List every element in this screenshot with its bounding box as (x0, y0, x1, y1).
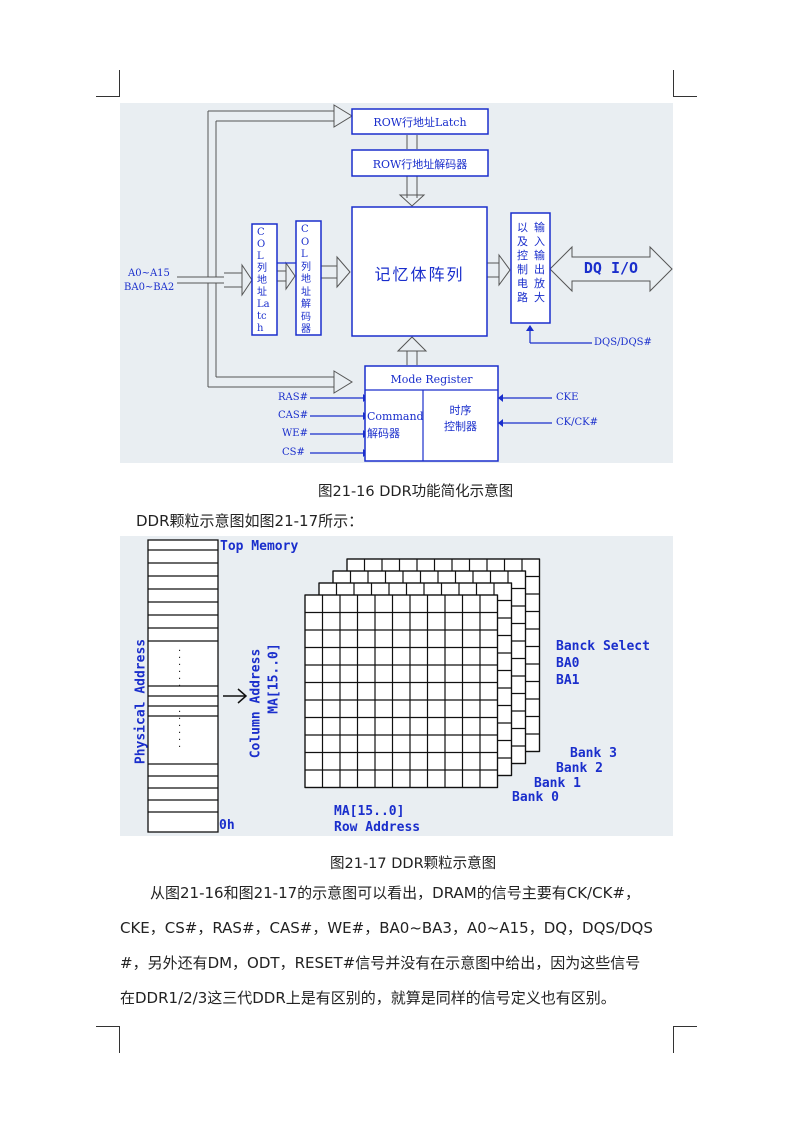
paragraph-line-1: 从图21-16和图21-17的示意图可以看出，DRAM的信号主要有CK/CK#， (150, 884, 640, 902)
bank3-label: Bank 3 (570, 746, 617, 761)
paragraph-line-2: CKE，CS#，RAS#，CAS#，WE#，BA0~BA3，A0~A15，DQ，… (120, 919, 653, 937)
crop-mark-br-v (673, 1026, 674, 1053)
crop-mark-tr-h (673, 96, 697, 97)
ddr-chip-diagram: · · · · · · · · · · · · Top Memory Physi… (120, 536, 673, 836)
dqs-label: DQS/DQS# (594, 337, 652, 348)
timing-ctrl-label-2: 控制器 (444, 420, 477, 433)
bank1-label: Bank 1 (534, 776, 581, 791)
bank-grid-0 (304, 594, 499, 789)
bank2-label: Bank 2 (556, 761, 603, 776)
signal-cs: CS# (282, 447, 305, 458)
bank-select-label: Banck Select (556, 639, 650, 654)
crop-mark-bl-h (96, 1026, 120, 1027)
ddr-chip-diagram-svg (147, 539, 541, 833)
row-decoder-label: ROW行地址解码器 (372, 158, 468, 171)
stack-dots-2: · · · · · · (178, 707, 182, 753)
command-label: Command (367, 410, 424, 423)
col-latch-label: COL列地址Latch (257, 227, 270, 334)
zero-address-label: 0h (219, 818, 235, 833)
ma-column-label: MA[15..0] (266, 643, 282, 714)
crop-mark-bl-v (119, 1026, 120, 1053)
col-decoder-label: COL列地址解码器 (301, 224, 311, 335)
signal-ck: CK/CK# (556, 417, 598, 428)
dq-io-label: DQ I/O (583, 259, 639, 277)
physical-address-label: Physical Address (133, 638, 149, 765)
addr-ba-label: BA0~BA2 (124, 282, 175, 293)
figure-caption-21-17: 图21-17 DDR颗粒示意图 (330, 856, 497, 872)
figure-caption-21-16: 图21-16 DDR功能简化示意图 (318, 484, 514, 500)
ma-row-label: MA[15..0] (334, 804, 405, 819)
addr-a-label: A0~A15 (128, 268, 170, 279)
stack-dots-1: · · · · · · (178, 646, 182, 692)
signal-cas: CAS# (278, 410, 309, 421)
column-address-label: Column Address (248, 648, 264, 759)
ba1-label: BA1 (556, 673, 580, 688)
io-amp-label-2: 输入输出放大 (534, 221, 545, 304)
signal-cke: CKE (556, 392, 579, 403)
intro-text: DDR颗粒示意图如图21-17所示： (136, 512, 364, 530)
ba0-label: BA0 (556, 656, 580, 671)
row-address-label: Row Address (334, 820, 421, 835)
memory-array-label: 记忆体阵列 (374, 265, 465, 284)
paragraph-line-4: 在DDR1/2/3这三代DDR上是有区别的，就算是同样的信号定义也有区别。 (120, 989, 616, 1007)
timing-ctrl-label-1: 时序 (449, 404, 472, 417)
crop-mark-tl-v (119, 70, 120, 97)
bank0-label: Bank 0 (512, 790, 559, 805)
crop-mark-tr-v (673, 70, 674, 97)
mode-register-label: Mode Register (390, 373, 473, 386)
command-decoder-label: 解码器 (367, 427, 400, 440)
signal-we: WE# (282, 428, 308, 439)
signal-ras: RAS# (278, 392, 308, 403)
crop-mark-tl-h (96, 96, 120, 97)
paragraph-line-3: #，另外还有DM，ODT，RESET#信号并没有在示意图中给出，因为这些信号 (120, 954, 641, 972)
crop-mark-br-h (673, 1026, 697, 1027)
row-latch-label: ROW行地址Latch (373, 116, 467, 129)
top-memory-label: Top Memory (220, 539, 299, 554)
body-paragraph: 从图21-16和图21-17的示意图可以看出，DRAM的信号主要有CK/CK#，… (120, 876, 673, 1016)
io-amp-label-1: 以及控制电路 (517, 221, 528, 304)
ddr-function-diagram: ROW行地址Latch ROW行地址解码器 记忆体阵列 以及控制电路 输入输出放… (120, 103, 673, 463)
ddr-function-diagram-svg (177, 104, 673, 462)
